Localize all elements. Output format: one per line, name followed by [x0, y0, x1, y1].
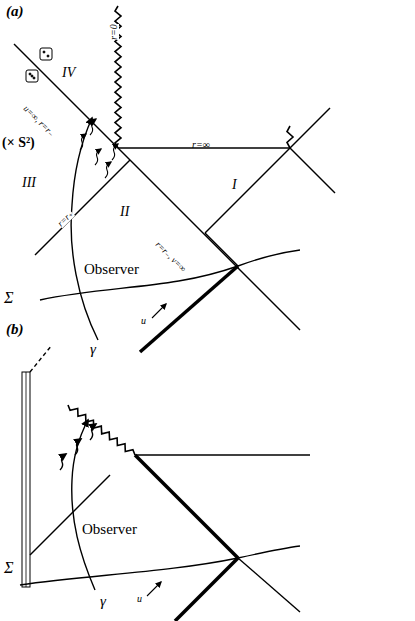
region-label: II [120, 205, 129, 219]
dice-icon [26, 48, 52, 82]
region-label: IV [62, 66, 75, 80]
boundary-label: r=r₊ [56, 209, 75, 228]
boundary-label: r=∞ [192, 140, 210, 150]
diagram-b-lines [20, 345, 310, 621]
panel-label: (b) [6, 322, 24, 337]
factor-label: (× S²) [2, 136, 35, 150]
diagram-a-lines [14, 44, 335, 352]
axis-label: u [141, 316, 146, 326]
region-label: I [232, 178, 237, 192]
radiation-arrows [80, 119, 118, 178]
u-arrow [147, 304, 166, 596]
boundary-label: u=∞, r=r₋ [22, 104, 56, 138]
curve-label: γ [100, 594, 106, 609]
observer-label: Observer [84, 262, 139, 277]
panel-label: (a) [6, 4, 24, 19]
singularity [68, 6, 293, 455]
boundary-label: r=0 [109, 24, 119, 40]
observer-label: Observer [82, 522, 137, 537]
curve-label: γ [90, 342, 96, 357]
boundary-label: r=r₋, v=∞ [154, 240, 188, 274]
surface-label: Σ [4, 560, 14, 576]
surface-label: Σ [4, 290, 14, 306]
singularity-line [68, 405, 135, 455]
singularity-line [287, 126, 293, 148]
axis-label: u [137, 594, 142, 604]
region-label: III [22, 176, 36, 190]
